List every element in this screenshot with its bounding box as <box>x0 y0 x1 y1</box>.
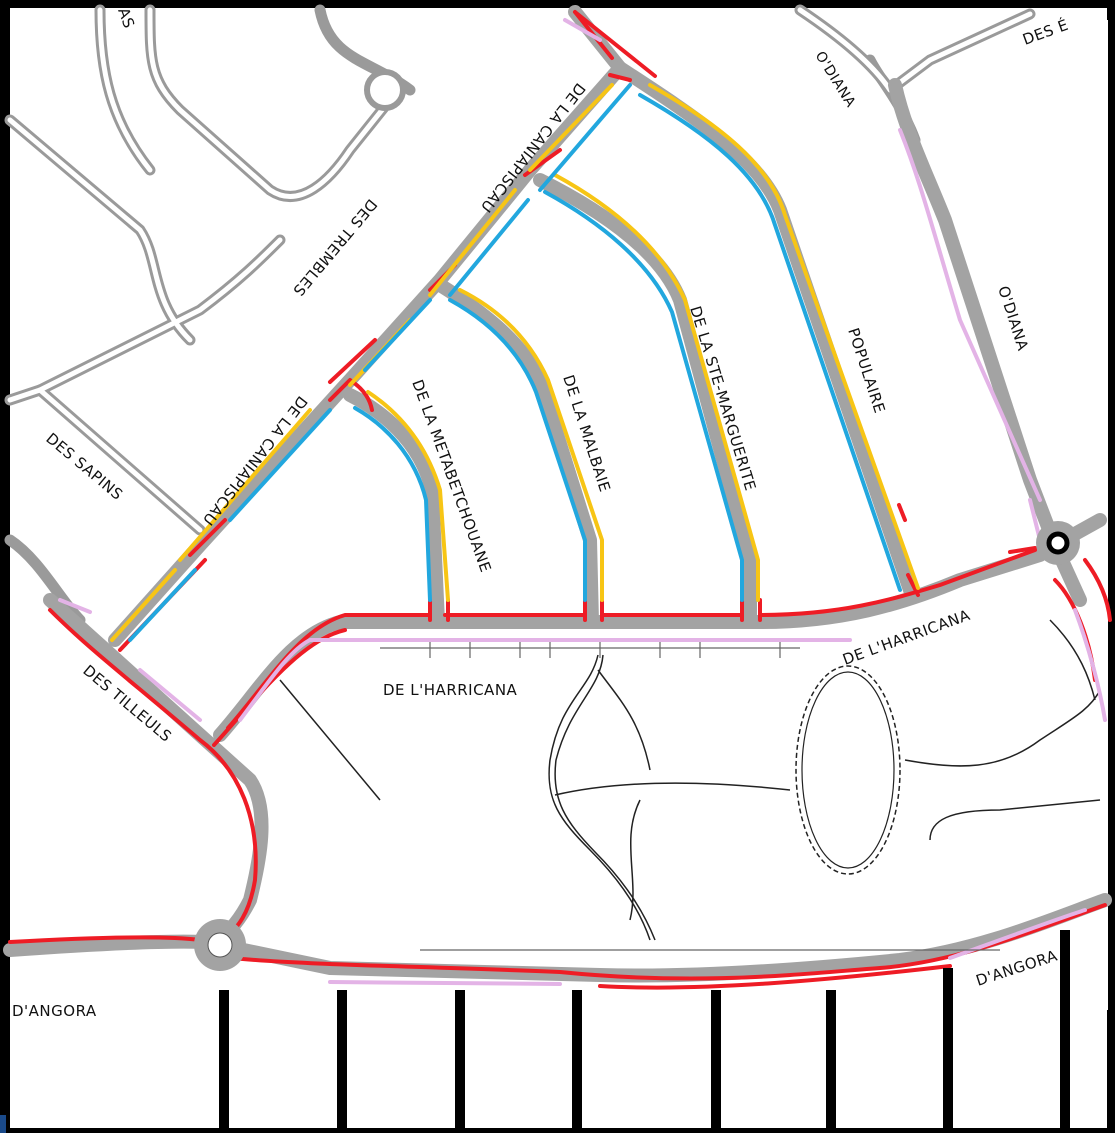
roundabout-icon <box>1036 521 1080 565</box>
right-black-strip <box>1107 20 1115 1100</box>
bottom-posts <box>219 930 1070 1133</box>
cul-de-sac-top <box>364 69 406 111</box>
park-loop-inner <box>801 671 895 869</box>
pink-routes <box>58 18 1107 986</box>
blue-routes <box>128 83 902 642</box>
street-label-angora-left: D'ANGORA <box>12 1002 97 1020</box>
yellow-routes <box>110 83 920 642</box>
parking-markers <box>380 642 1000 951</box>
roundabout-icon <box>194 919 246 971</box>
street-label-harricana-center: DE L'HARRICANA <box>383 681 518 699</box>
park-loop-outer <box>795 665 901 875</box>
park-paths <box>279 619 1101 941</box>
bottom-left-corner-mark <box>0 1115 6 1133</box>
